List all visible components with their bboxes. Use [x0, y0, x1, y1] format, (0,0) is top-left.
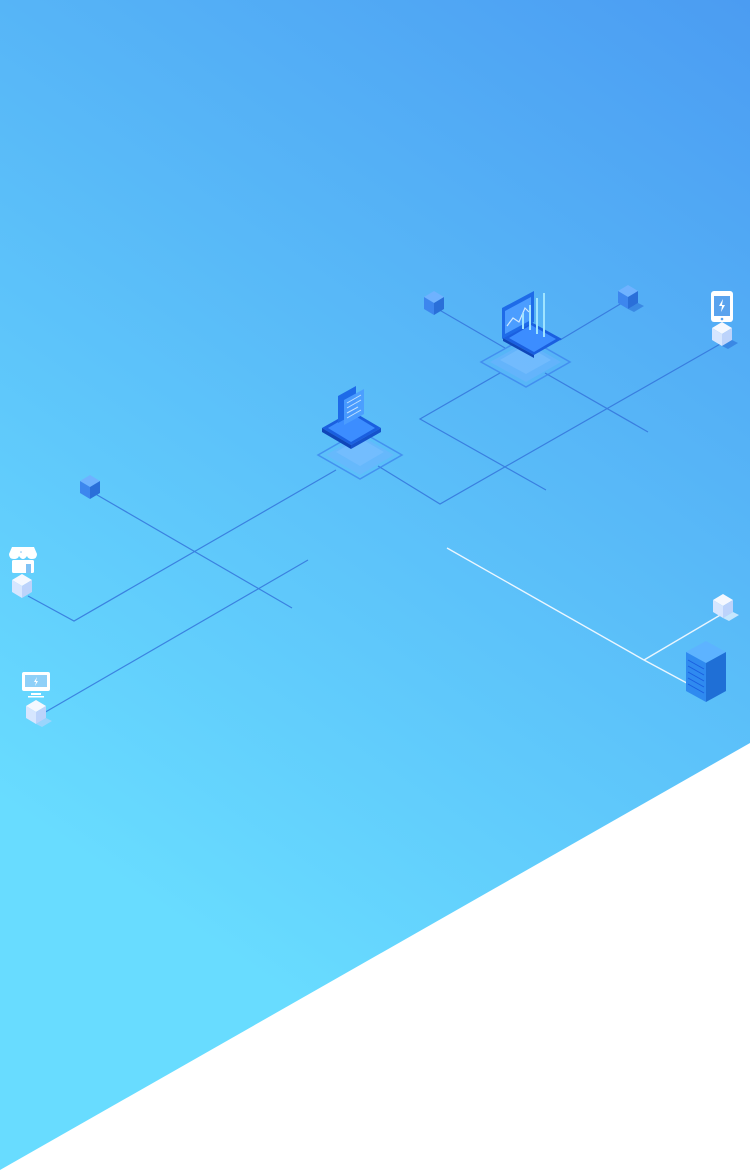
cube-node-icon — [80, 475, 100, 499]
line-server-to-cube — [643, 613, 723, 661]
line-laptop-loop — [418, 372, 547, 491]
cube-node-icon — [12, 574, 32, 598]
line-desktop-to-center — [41, 559, 309, 715]
line-cube-to-laptop — [435, 307, 506, 349]
desktop-monitor-icon — [22, 672, 50, 698]
line-store-to-tablet — [27, 469, 337, 622]
line-laptop-to-cube — [559, 299, 628, 341]
server-rack-icon — [686, 641, 726, 702]
storefront-icon — [9, 547, 37, 573]
cube-node-icon — [424, 291, 444, 315]
smartphone-icon — [711, 291, 733, 322]
cube-node-icon — [713, 594, 739, 621]
server-link-lines — [446, 547, 723, 689]
cube-node-icon — [26, 700, 52, 727]
line-tablet-to-phone — [377, 342, 723, 505]
network-lines — [27, 299, 723, 715]
tablet-documents-icon — [316, 386, 404, 480]
laptop-chart-icon — [479, 291, 572, 388]
cube-node-icon — [712, 322, 738, 349]
line-laptop-diagonal — [544, 372, 649, 433]
cube-node-icon — [618, 285, 644, 312]
